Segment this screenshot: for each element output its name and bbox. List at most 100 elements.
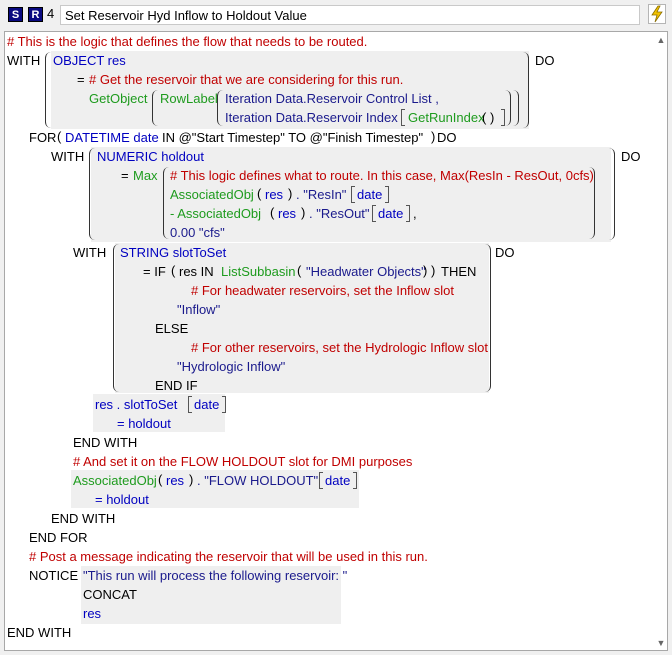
keyword-then: THEN	[441, 264, 477, 279]
identifier-res[interactable]: res	[278, 206, 297, 221]
function-getobject[interactable]: GetObject	[89, 91, 148, 106]
rule-name-field[interactable]: Set Reservoir Hyd Inflow to Holdout Valu…	[60, 5, 640, 25]
numeric-holdout-decl[interactable]: NUMERIC holdout	[97, 149, 204, 164]
function-associatedobj-minus[interactable]: - AssociatedObj	[170, 206, 262, 221]
close-bracket	[222, 396, 226, 413]
keyword-end-with: END WITH	[73, 435, 138, 450]
s-icon[interactable]: S	[8, 7, 23, 22]
assign-holdout[interactable]: = holdout	[95, 492, 149, 507]
slot-flow-holdout[interactable]: . "FLOW HOLDOUT"	[197, 473, 319, 488]
open-bracket	[188, 396, 192, 413]
close-paren: )	[431, 129, 436, 144]
timestep-range: IN @"Start Timestep" TO @"Finish Timeste…	[162, 130, 424, 145]
notice-block	[81, 566, 341, 624]
keyword-do: DO	[621, 149, 641, 164]
s-icon-label: S	[11, 9, 20, 21]
close-bracket	[385, 186, 389, 203]
keyword-concat: CONCAT	[83, 587, 137, 602]
close-bracket	[501, 109, 505, 126]
keyword-end-for: END FOR	[29, 530, 88, 545]
identifier-date[interactable]: date	[378, 206, 404, 221]
assign-op: =	[77, 72, 85, 87]
open-paren: (	[158, 472, 163, 487]
open-paren	[152, 90, 158, 126]
assign-op: =	[121, 168, 129, 183]
function-max[interactable]: Max	[133, 168, 158, 183]
open-paren: (	[297, 263, 302, 278]
res-in-expr: res IN	[179, 264, 214, 279]
open-paren	[217, 90, 223, 126]
keyword-else: ELSE	[155, 321, 189, 336]
scroll-down-arrow-icon[interactable]: ▼	[656, 638, 666, 648]
comment-other-reservoirs: # For other reservoirs, set the Hydrolog…	[191, 340, 488, 355]
open-paren	[89, 148, 95, 240]
assign-holdout[interactable]: = holdout	[117, 416, 171, 431]
value-hydrologic-inflow[interactable]: "Hydrologic Inflow"	[177, 359, 286, 374]
keyword-with: WITH	[51, 149, 85, 164]
close-bracket	[406, 205, 410, 222]
open-paren: (	[171, 263, 176, 278]
open-paren	[45, 52, 51, 128]
open-paren	[113, 244, 119, 392]
lightning-button[interactable]	[648, 4, 666, 24]
notice-message[interactable]: "This run will process the following res…	[83, 568, 348, 583]
function-listsubbasin[interactable]: ListSubbasin	[221, 264, 296, 279]
identifier-res[interactable]: res	[83, 606, 102, 621]
keyword-notice: NOTICE	[29, 568, 79, 583]
comment-headwater: # For headwater reservoirs, set the Infl…	[191, 283, 455, 298]
function-getrunindex[interactable]: GetRunIndex	[408, 110, 485, 125]
value-inflow[interactable]: "Inflow"	[177, 302, 221, 317]
close-paren	[523, 52, 529, 128]
keyword-do: DO	[495, 245, 515, 260]
function-associatedobj[interactable]: AssociatedObj	[73, 473, 157, 488]
keyword-if: = IF	[143, 264, 166, 279]
slot-reservoir-control-list[interactable]: Iteration Data.Reservoir Control List ,	[225, 91, 439, 106]
slot-resout[interactable]: . "ResOut"	[309, 206, 370, 221]
keyword-do: DO	[437, 130, 457, 145]
slot-resin[interactable]: . "ResIn"	[296, 187, 347, 202]
identifier-res[interactable]: res	[265, 187, 284, 202]
comment-flow-holdout: # And set it on the FLOW HOLDOUT slot fo…	[73, 454, 413, 469]
with-object-block	[51, 51, 529, 129]
value-zero-cfs[interactable]: 0.00 "cfs"	[170, 225, 225, 240]
object-res-decl[interactable]: OBJECT res	[53, 53, 126, 68]
rule-code-editor[interactable]: ▲ ▼ # This is the logic that defines the…	[4, 31, 668, 651]
identifier-date[interactable]: date	[194, 397, 220, 412]
with-string-block	[115, 243, 489, 393]
keyword-end-with: END WITH	[7, 625, 72, 640]
identifier-res[interactable]: res	[166, 473, 185, 488]
datetime-decl[interactable]: DATETIME date	[65, 130, 159, 145]
keyword-end-if: END IF	[155, 378, 198, 393]
open-paren: (	[57, 129, 62, 144]
res-slot-block	[93, 394, 225, 432]
comma: ,	[413, 206, 417, 221]
keyword-do: DO	[535, 53, 555, 68]
close-paren: )	[288, 186, 293, 201]
close-bracket	[353, 472, 357, 489]
function-associatedobj[interactable]: AssociatedObj	[170, 187, 254, 202]
close-paren	[513, 90, 519, 126]
close-paren	[609, 148, 615, 240]
slot-reservoir-index[interactable]: Iteration Data.Reservoir Index	[225, 110, 398, 125]
comment-logic: # This is the logic that defines the flo…	[7, 34, 368, 49]
function-rowlabel[interactable]: RowLabel	[160, 91, 218, 106]
string-slottoset-decl[interactable]: STRING slotToSet	[120, 245, 227, 260]
close-paren: )	[189, 472, 194, 487]
open-bracket	[401, 109, 405, 126]
identifier-date[interactable]: date	[357, 187, 383, 202]
comment-max-logic: # This logic defines what to route. In t…	[170, 168, 594, 183]
r-icon[interactable]: R	[28, 7, 43, 22]
keyword-with: WITH	[73, 245, 107, 260]
value-headwater-objects[interactable]: "Headwater Objects"	[306, 264, 426, 279]
close-paren	[505, 90, 511, 126]
open-paren: (	[270, 205, 275, 220]
close-paren	[589, 167, 595, 239]
close-parens: ) )	[423, 263, 436, 278]
res-slottoset[interactable]: res . slotToSet	[95, 397, 178, 412]
assoc-flow-holdout-block	[71, 470, 359, 508]
keyword-end-with: END WITH	[51, 511, 116, 526]
close-paren	[485, 244, 491, 392]
open-bracket	[351, 186, 355, 203]
scroll-up-arrow-icon[interactable]: ▲	[656, 35, 666, 45]
identifier-date[interactable]: date	[325, 473, 351, 488]
